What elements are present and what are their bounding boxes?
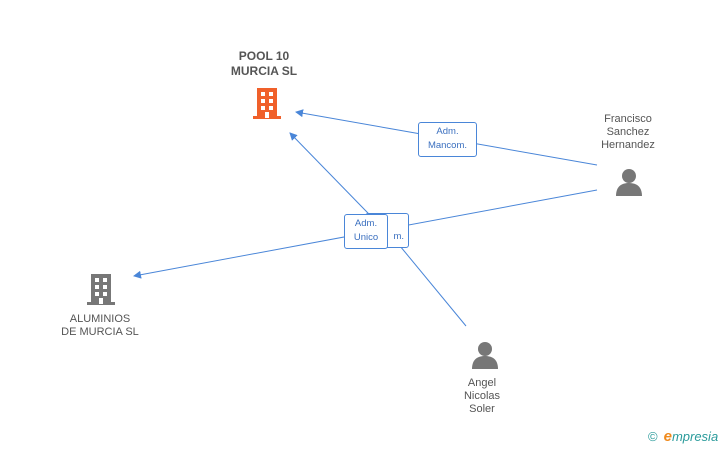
- company-name-line1: ALUMINIOS: [69, 313, 131, 325]
- company-name-line1: POOL 10: [238, 49, 290, 63]
- building-icon[interactable]: [85, 272, 117, 306]
- person-icon[interactable]: [614, 167, 644, 197]
- relation-line2: Mancom.: [427, 140, 468, 151]
- company-name-line2: MURCIA SL: [230, 64, 298, 78]
- person-name-angel: Angel Nicolas Soler: [432, 377, 532, 416]
- person-name-line3: Soler: [469, 403, 495, 415]
- company-name-aluminios: ALUMINIOS DE MURCIA SL: [50, 313, 150, 339]
- relation-text: m.: [393, 231, 404, 242]
- person-name-line1: Francisco: [604, 113, 652, 125]
- relation-label-mancom[interactable]: Adm. Mancom.: [418, 122, 477, 157]
- building-icon[interactable]: [251, 86, 283, 120]
- relation-line2: Unico: [353, 232, 379, 243]
- company-name-line2: DE MURCIA SL: [61, 326, 139, 338]
- company-name-pool10: POOL 10 MURCIA SL: [214, 49, 314, 79]
- brand-e: e: [663, 428, 672, 445]
- person-name-line3: Hernandez: [601, 139, 655, 151]
- person-name-francisco: Francisco Sanchez Hernandez: [578, 113, 678, 152]
- brand-text: mpresia: [671, 429, 719, 444]
- relation-line1: Adm.: [436, 126, 459, 137]
- relation-label-unico[interactable]: Adm. Unico: [344, 214, 388, 249]
- relation-line1: Adm.: [354, 218, 378, 229]
- person-icon[interactable]: [470, 340, 500, 370]
- brand-logo: © empresia: [648, 428, 718, 445]
- copyright-icon: ©: [648, 429, 658, 444]
- person-name-line1: Angel: [467, 377, 497, 389]
- person-name-line2: Sanchez: [606, 126, 650, 138]
- person-name-line2: Nicolas: [463, 390, 501, 402]
